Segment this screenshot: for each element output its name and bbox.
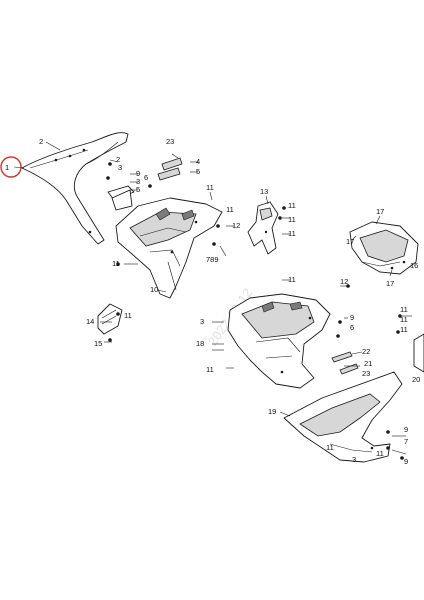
callout-11: 11 [400,325,408,334]
callout-10: 10 [150,285,158,294]
callout-4: 4 [196,157,200,166]
callout-11: 11 [400,305,408,314]
callout-2: 2 [39,137,43,146]
callout-16: 16 [410,261,418,270]
callout-11: 11 [288,215,296,224]
callout-21: 21 [364,359,372,368]
callout-3: 3 [352,455,356,464]
callout-3: 3 [118,163,122,172]
callout-2: 2 [116,155,120,164]
callout-11: 11 [400,315,408,324]
callout-9: 9 [404,457,408,466]
callout-11: 11 [288,201,296,210]
callout-19: 19 [268,407,276,416]
callout-11: 11 [376,449,384,458]
callout-12: 12 [340,277,348,286]
callout-23: 23 [166,137,174,146]
callout-5: 5 [136,185,140,194]
fastener-set [106,162,404,460]
callout-22: 22 [362,347,370,356]
callout-11: 11 [288,275,296,284]
callout-14: 14 [86,317,94,326]
callout-1: 1 [5,163,9,172]
callout-11: 11 [112,259,120,268]
stay-bracket-4 [157,157,183,181]
lower-side-cowl[interactable] [283,371,403,463]
callout-17: 17 [386,279,394,288]
callout-15: 15 [94,339,102,348]
inner-panel-upper[interactable] [115,197,223,299]
callout-labels: 2 2 3 9 3 5 23 4 5 6 11 11 12 789 11 10 … [39,137,420,466]
callout-12: 12 [232,221,240,230]
leader-lines [45,141,412,455]
callout-17: 17 [376,207,384,216]
callout-9: 9 [136,169,140,178]
callout-11: 11 [206,183,214,192]
partial-part-20 [413,333,424,373]
callout-11: 11 [124,311,132,320]
callout-6: 6 [144,173,148,182]
callout-17: 17 [346,237,354,246]
clip-14[interactable] [97,303,123,335]
callout-20: 20 [412,375,420,384]
callout-13: 13 [260,187,268,196]
highlight-circle [0,156,22,178]
callout-7: 7 [404,437,408,446]
inner-panel-middle[interactable] [227,293,331,389]
callout-9: 9 [350,313,354,322]
callout-11: 11 [206,365,214,374]
callout-3: 3 [200,317,204,326]
callout-11: 11 [326,443,334,452]
callout-9: 9 [404,425,408,434]
callout-23: 23 [362,369,370,378]
mount-bracket-5 [107,185,135,211]
callout-3: 3 [136,177,140,186]
side-cover-16[interactable] [349,221,419,275]
callout-11: 11 [226,205,234,214]
callout-5: 5 [196,167,200,176]
callout-6: 6 [350,323,354,332]
callout-11: 11 [288,229,296,238]
upper-side-cowl[interactable] [21,132,129,245]
callout-18: 18 [196,339,204,348]
trim-strip-22[interactable] [331,351,359,375]
callout-789: 789 [206,255,219,264]
bracket-13[interactable] [247,201,279,255]
